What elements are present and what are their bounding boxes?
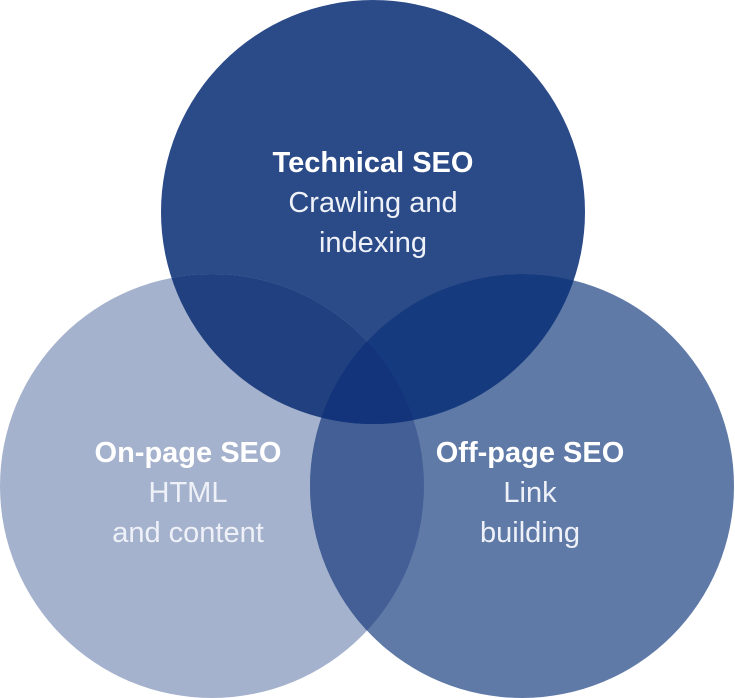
- overlap-technical-offpage: [310, 274, 585, 424]
- onpage-title: On-page SEO: [94, 437, 282, 469]
- offpage-line-1: Link: [503, 477, 557, 509]
- offpage-line-2: building: [480, 517, 580, 549]
- technical-line-2: indexing: [318, 227, 428, 259]
- label-onpage: On-page SEO HTML and content: [38, 433, 338, 553]
- label-offpage: Off-page SEO Link building: [380, 433, 680, 553]
- overlap-technical-onpage: [161, 274, 424, 424]
- label-technical: Technical SEO Crawling and indexing: [223, 143, 523, 263]
- technical-line-1: Crawling and: [288, 187, 458, 219]
- offpage-title: Off-page SEO: [435, 437, 625, 469]
- onpage-line-2: and content: [112, 517, 264, 549]
- onpage-line-1: HTML: [148, 477, 228, 509]
- technical-title: Technical SEO: [272, 147, 474, 179]
